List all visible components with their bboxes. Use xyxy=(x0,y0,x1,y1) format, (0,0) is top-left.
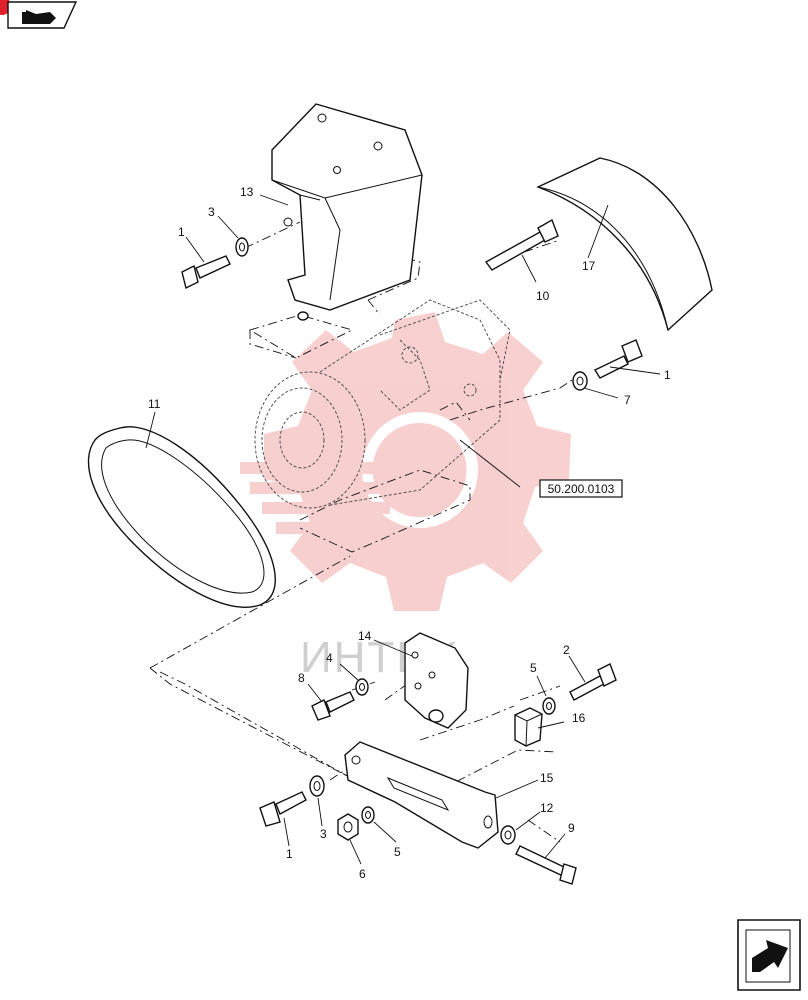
washers xyxy=(235,237,588,845)
reference-code: 50.200.0103 xyxy=(548,482,615,496)
callout-1: 1 xyxy=(286,847,293,861)
callout-6: 6 xyxy=(359,867,366,881)
callout-3: 3 xyxy=(320,827,327,841)
callout-17: 17 xyxy=(582,259,596,273)
callout-labels: 13 3 1 10 17 1 7 11 14 4 8 5 2 16 15 12 … xyxy=(148,185,671,881)
callout-13: 13 xyxy=(240,185,254,199)
callout-10: 10 xyxy=(536,289,550,303)
callout-3: 3 xyxy=(208,205,215,219)
callout-9: 9 xyxy=(568,821,575,835)
callout-5: 5 xyxy=(530,661,537,675)
next-page-arrow-icon[interactable] xyxy=(737,919,801,991)
spacer-block xyxy=(514,707,543,747)
callout-15: 15 xyxy=(540,771,554,785)
bolts xyxy=(181,218,643,885)
mounting-bracket xyxy=(271,103,423,321)
callout-5: 5 xyxy=(394,845,401,859)
belt-guard xyxy=(536,157,713,332)
parts-catalog-icon[interactable] xyxy=(0,0,78,29)
callout-8: 8 xyxy=(298,671,305,685)
tensioner-plate xyxy=(404,632,469,729)
callout-7: 7 xyxy=(624,393,631,407)
callout-16: 16 xyxy=(572,711,586,725)
watermark-logo xyxy=(240,312,571,611)
callout-1: 1 xyxy=(664,368,671,382)
callout-2: 2 xyxy=(563,643,570,657)
reference-box[interactable]: 50.200.0103 xyxy=(539,479,623,498)
drive-belt xyxy=(87,426,276,608)
compressor-ghost xyxy=(254,299,511,509)
leader-lines xyxy=(145,194,661,865)
callout-4: 4 xyxy=(326,651,333,665)
lower-bracket xyxy=(344,741,499,849)
callout-14: 14 xyxy=(358,629,372,643)
callout-11: 11 xyxy=(148,397,161,411)
callout-12: 12 xyxy=(540,801,554,815)
callout-1: 1 xyxy=(178,225,185,239)
